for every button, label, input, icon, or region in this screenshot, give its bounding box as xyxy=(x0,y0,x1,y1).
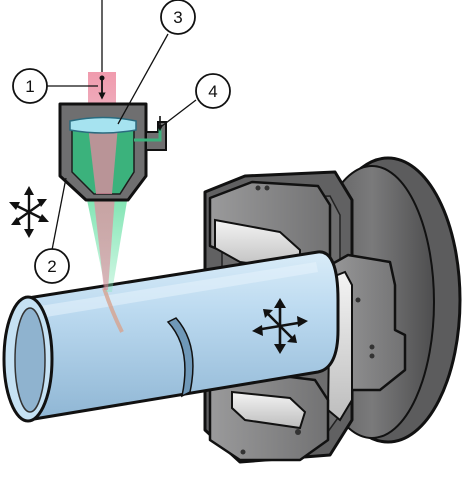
laser-in-chamber xyxy=(88,126,118,194)
callout-leaders xyxy=(47,0,197,251)
chuck-bolt xyxy=(295,429,301,435)
workpiece-tube xyxy=(2,250,340,423)
callout-label: 1 xyxy=(25,77,34,96)
chuck-roller-bottom xyxy=(231,390,307,430)
callout-circle xyxy=(160,0,196,35)
tube-open-end-inner xyxy=(14,307,46,413)
callout-circle xyxy=(34,248,70,284)
callout-label: 3 xyxy=(173,8,182,27)
chuck-bolt xyxy=(255,185,261,191)
focusing-lens xyxy=(69,116,137,134)
cutting-head xyxy=(58,102,167,202)
laser-entry-dot xyxy=(99,75,105,81)
tube-cut-kerf xyxy=(166,317,194,398)
leader-2 xyxy=(51,177,67,251)
callout-1: 1 xyxy=(12,68,48,104)
move-3d-arrows-icon xyxy=(252,298,308,354)
gas-inlet-channel xyxy=(134,128,162,142)
gas-inlet-port xyxy=(145,121,167,151)
chuck-bolt xyxy=(355,297,361,303)
chuck-bolt xyxy=(369,344,375,350)
callout-3: 3 xyxy=(160,0,196,35)
callout-label: 2 xyxy=(47,257,56,276)
leader-3 xyxy=(117,33,169,125)
tube-cut-path xyxy=(102,287,124,333)
callout-circle xyxy=(12,68,48,104)
chuck-bolt xyxy=(240,449,246,455)
callout-4: 4 xyxy=(195,73,231,109)
callout-label: 4 xyxy=(208,82,217,101)
move-3d-arrows-icon xyxy=(9,186,49,238)
callout-2: 2 xyxy=(34,248,70,284)
callout-circle xyxy=(195,73,231,109)
chuck-bolt xyxy=(369,353,375,359)
leader-4 xyxy=(161,99,197,127)
chuck-bolt xyxy=(264,185,270,191)
